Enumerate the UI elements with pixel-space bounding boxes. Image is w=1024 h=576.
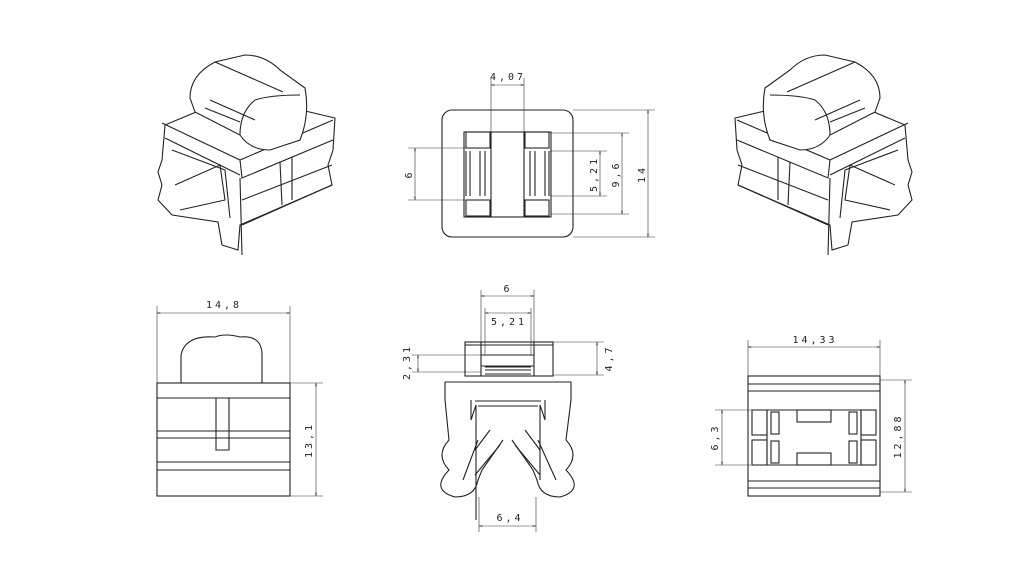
dim-overall-height: 14 <box>637 165 648 183</box>
side-view <box>440 341 575 520</box>
dim-front-height: 13,1 <box>304 422 315 458</box>
front-view <box>156 334 291 497</box>
dim-side-window-height: 2,31 <box>402 344 413 380</box>
dim-side-opening-width: 6,4 <box>496 513 523 524</box>
front-view-dimensions: 14,8 13,1 <box>156 300 323 497</box>
top-view-dimensions: 4,07 6 5,21 9,6 14 <box>404 72 655 238</box>
isometric-view-right <box>734 54 913 256</box>
dim-back-height: 12,88 <box>893 413 904 458</box>
dim-slot-height: 6 <box>404 169 415 178</box>
dim-frame-height: 9,6 <box>611 160 622 187</box>
isometric-view-left <box>157 54 336 256</box>
dim-back-inner-height: 6,3 <box>710 423 721 450</box>
dim-front-width: 14,8 <box>206 300 242 311</box>
dim-back-width: 14,33 <box>792 335 837 346</box>
dim-side-top-width: 6 <box>503 284 512 295</box>
back-view-dimensions: 14,33 6,3 12,88 <box>710 335 912 493</box>
dim-side-inner-width: 5,21 <box>491 317 527 328</box>
dim-side-cap-height: 4,7 <box>604 344 615 371</box>
back-view <box>747 375 881 497</box>
side-view-dimensions: 6 5,21 2,31 4,7 6,4 <box>402 284 615 532</box>
dim-inner-height: 5,21 <box>589 156 600 192</box>
dim-slot-width: 4,07 <box>490 72 526 83</box>
top-view <box>441 109 574 238</box>
